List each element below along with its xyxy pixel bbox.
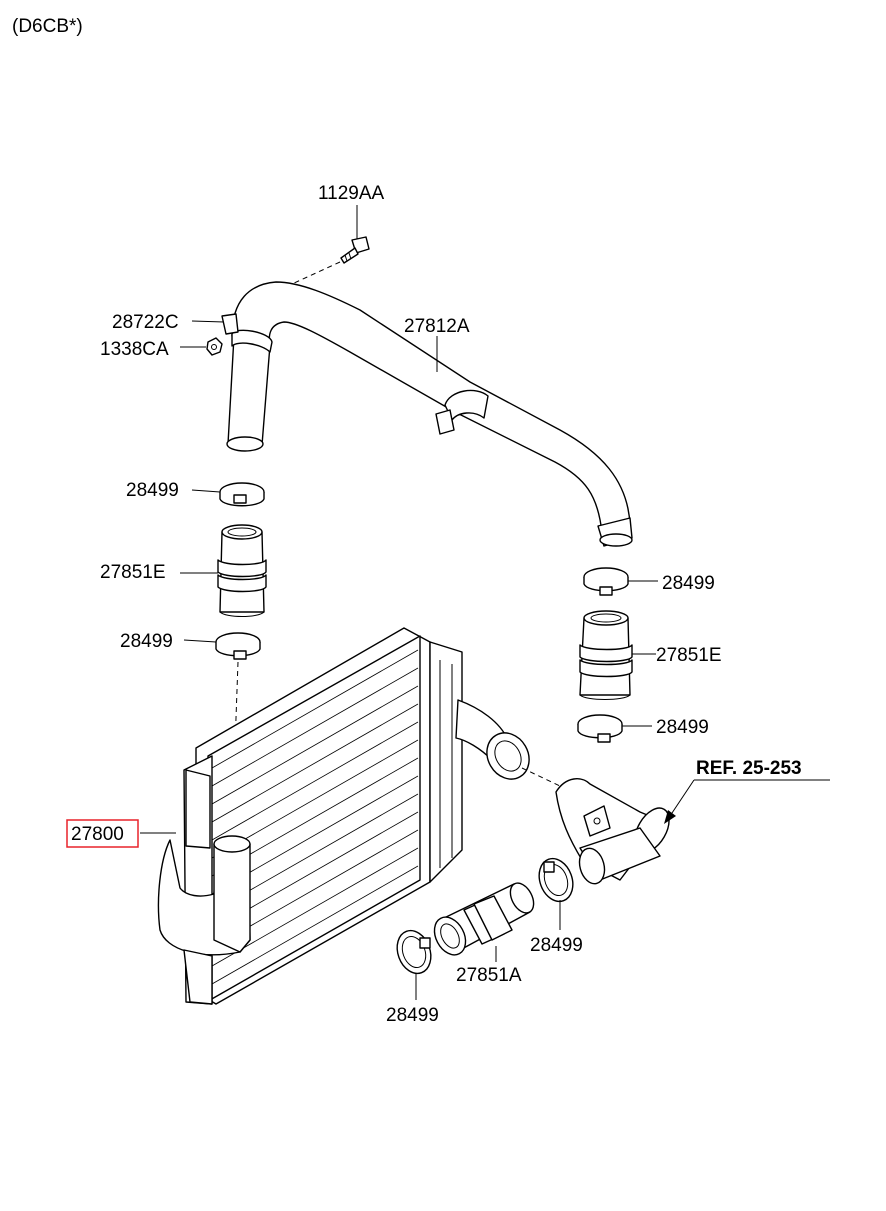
label-bracket-28722c[interactable]: 28722C <box>112 312 179 333</box>
clamp-28499-mid-left[interactable] <box>215 632 261 660</box>
label-ref-25-253[interactable]: REF. 25-253 <box>696 758 802 779</box>
label-clamp-upper-left[interactable]: 28499 <box>126 480 179 501</box>
label-clamp-mid-left[interactable]: 28499 <box>120 631 173 652</box>
label-clamp-lower-right[interactable]: 28499 <box>656 717 709 738</box>
intercooler-pipe-27812a[interactable] <box>221 281 633 547</box>
label-hose-left[interactable]: 27851E <box>100 562 166 583</box>
label-intercooler-27800[interactable]: 27800 <box>71 824 124 845</box>
label-bolt-1129aa[interactable]: 1129AA <box>318 183 385 204</box>
nut-1338ca[interactable] <box>206 337 223 356</box>
clamp-28499-lower-right[interactable] <box>577 714 623 743</box>
highlight-box-27800 <box>66 819 139 848</box>
label-clamp-lower-mid[interactable]: 28499 <box>386 1005 439 1026</box>
hose-27851a[interactable] <box>428 879 538 960</box>
label-clamp-upper-right[interactable]: 28499 <box>662 573 715 594</box>
arrow-ref <box>664 810 676 824</box>
clamp-28499-lower-mid[interactable] <box>391 926 436 978</box>
elbow-ref-25-253[interactable] <box>555 778 676 887</box>
engine-code-label: (D6CB*) <box>12 16 83 37</box>
clamp-28499-upper-right[interactable] <box>583 567 629 596</box>
label-nut-1338ca[interactable]: 1338CA <box>100 339 169 360</box>
clamp-28499-lower-elbow[interactable] <box>533 854 578 906</box>
hose-27851e-left[interactable] <box>217 524 267 617</box>
bolt-1129aa[interactable] <box>291 205 370 285</box>
label-hose-right[interactable]: 27851E <box>656 645 722 666</box>
hose-27851e-right[interactable] <box>579 610 633 700</box>
label-hose-27851a[interactable]: 27851A <box>456 965 522 986</box>
label-clamp-lower-elbow[interactable]: 28499 <box>530 935 583 956</box>
clamp-28499-upper-left[interactable] <box>219 482 265 507</box>
label-pipe-27812a[interactable]: 27812A <box>404 316 470 337</box>
intercooler-27800[interactable] <box>157 627 537 1005</box>
